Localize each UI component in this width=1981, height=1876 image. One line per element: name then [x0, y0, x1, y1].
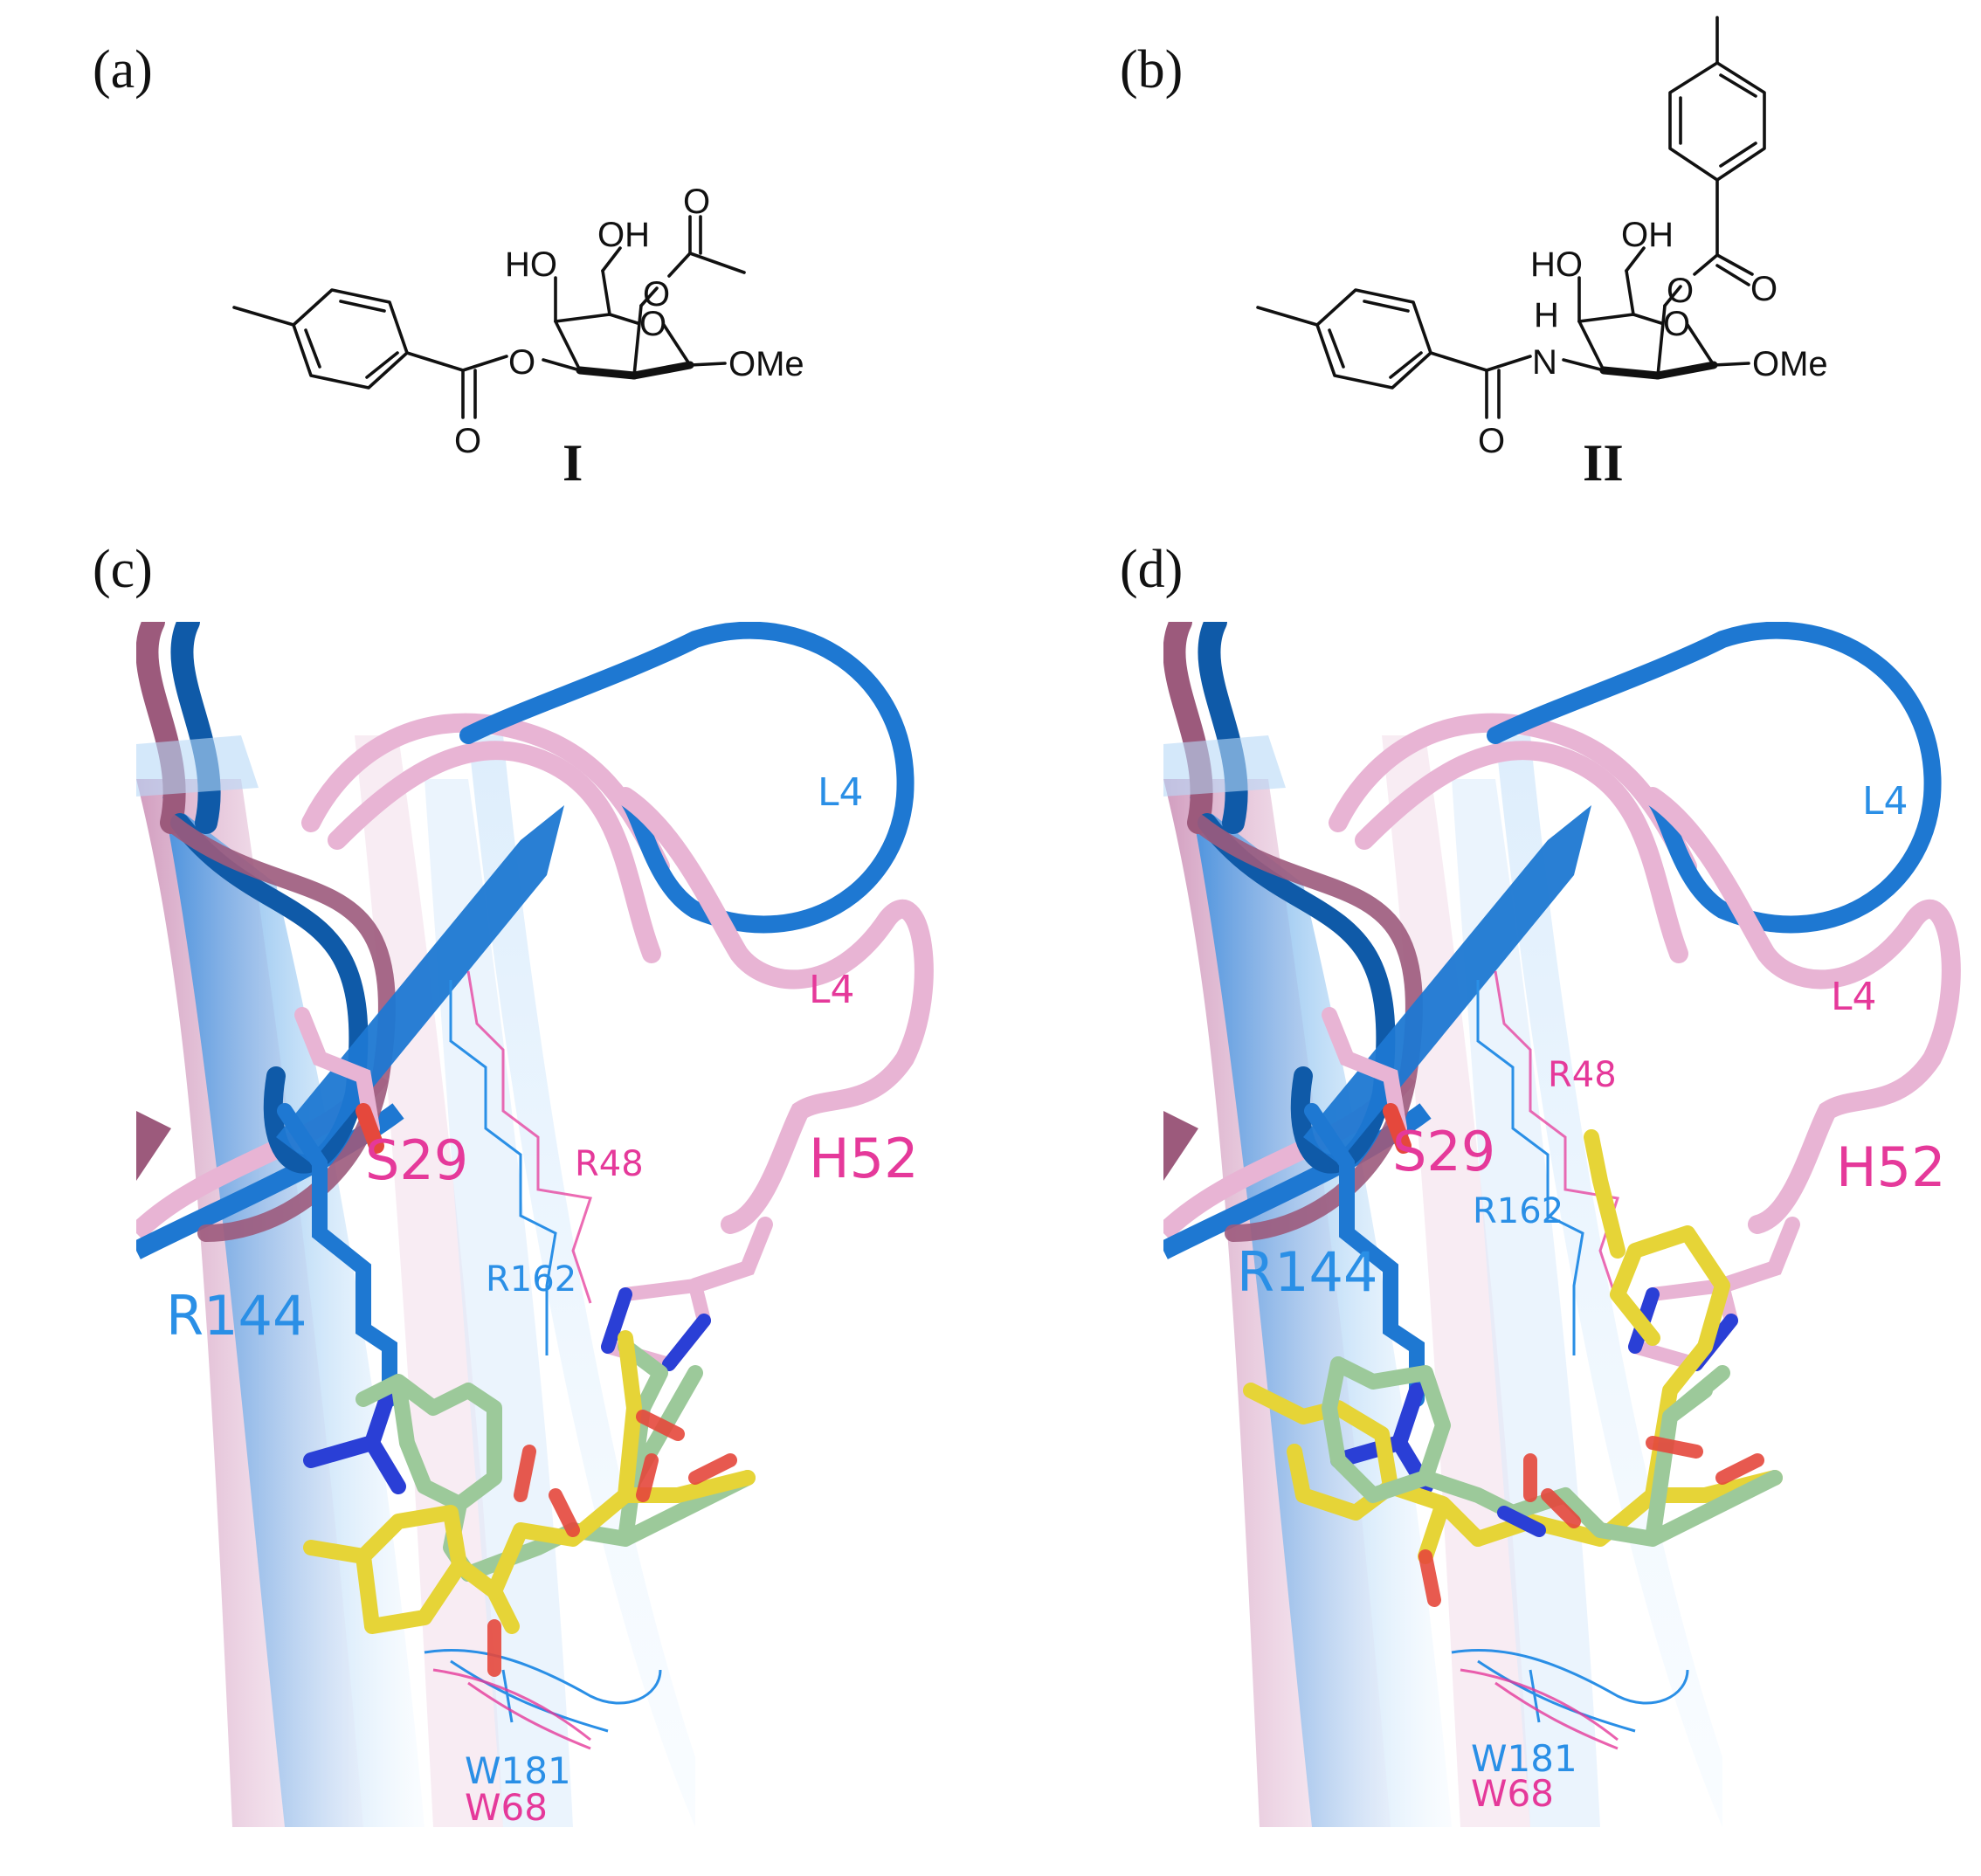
label-w181-d: W181: [1471, 1737, 1577, 1780]
panel-label-b: (b): [1120, 40, 1183, 100]
compound-II-ester-carbonyl-o-label: O: [1750, 270, 1777, 308]
compound-I-ome-label: OMe: [728, 345, 804, 383]
label-h52-c: H52: [809, 1127, 919, 1190]
compound-II-n-label: N: [1532, 343, 1557, 382]
compound-I-structure: HO OH O O O O O OMe I: [232, 183, 804, 492]
compound-I-oh-label: OH: [597, 216, 650, 254]
ligand-yellow-c: [303, 1330, 756, 1634]
compound-I-acetyl-carbonyl-o-label: O: [683, 183, 710, 221]
compound-II-structure: HO OH O H N O O O OMe II: [1256, 16, 1828, 492]
compound-II-h-label: H: [1534, 296, 1559, 335]
label-r48-d: R48: [1548, 1055, 1617, 1095]
panel-label-a: (a): [93, 40, 153, 100]
label-s29-d: S29: [1392, 1120, 1495, 1183]
compound-I-ring-o-label: O: [639, 305, 666, 343]
label-r48-c: R48: [575, 1144, 644, 1184]
compound-II-ester-o-label: O: [1667, 272, 1694, 310]
compound-I-acetyl-o-label: O: [643, 275, 670, 314]
label-l4-pink-d: L4: [1831, 975, 1877, 1019]
compound-II-ome-label: OMe: [1752, 345, 1828, 383]
label-w181-c: W181: [465, 1749, 571, 1792]
compound-II-ho-label: HO: [1530, 245, 1583, 284]
label-l4-blue-d: L4: [1862, 779, 1909, 824]
structure-d: L4 L4 S29 H52 R48 R144 R162 W181 W68: [1163, 622, 1951, 1827]
compound-I-ester-o-label: O: [508, 343, 535, 382]
compound-II-amide-o-label: O: [1478, 422, 1505, 460]
compound-II-ring-o-label: O: [1663, 305, 1690, 343]
label-h52-d: H52: [1836, 1135, 1946, 1199]
structure-c: L4 L4 S29 H52 R48 R144 R162 W181 W68: [136, 622, 924, 1829]
label-w68-c: W68: [465, 1786, 548, 1829]
label-l4-blue-c: L4: [818, 770, 864, 815]
label-r162-c: R162: [486, 1259, 576, 1300]
compound-I-name: I: [563, 434, 583, 492]
compound-I-carbonyl-o-label: O: [454, 422, 481, 460]
label-r162-d: R162: [1473, 1191, 1563, 1231]
panel-label-d: (d): [1120, 540, 1183, 599]
label-s29-c: S29: [365, 1128, 468, 1192]
label-r144-c: R144: [166, 1284, 307, 1348]
compound-II-oh-label: OH: [1621, 216, 1674, 254]
panel-label-c: (c): [93, 540, 153, 599]
label-w68-d: W68: [1471, 1772, 1554, 1815]
label-l4-pink-c: L4: [809, 968, 855, 1012]
compound-I-ho-label: HO: [505, 245, 557, 284]
label-r144-d: R144: [1237, 1240, 1377, 1304]
compound-II-name: II: [1583, 434, 1624, 492]
